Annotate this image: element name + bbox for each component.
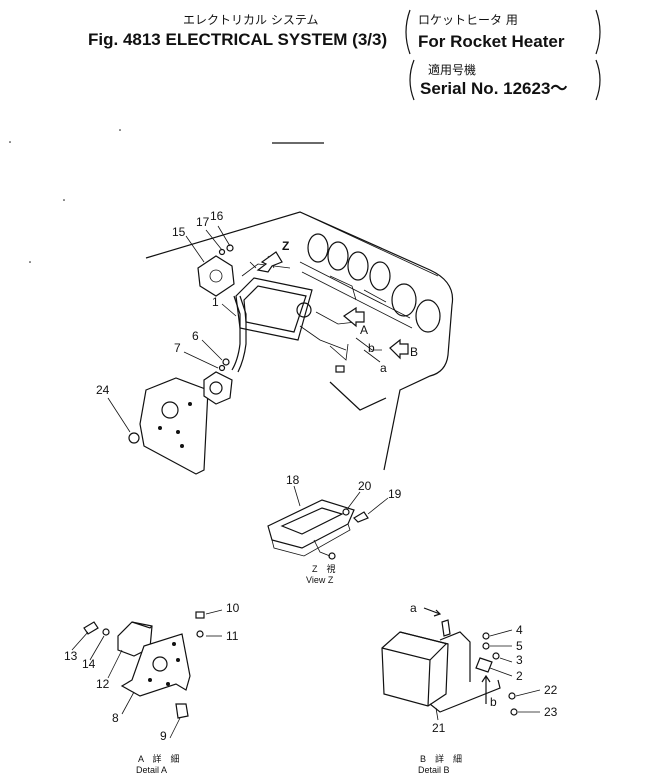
washer-23 [510, 708, 518, 716]
callout-12: 12 [96, 677, 110, 691]
callout-20: 20 [358, 479, 372, 493]
marker-a: A [360, 323, 368, 337]
paren-right-serial [595, 59, 601, 101]
variant-label: For Rocket Heater [418, 32, 565, 51]
washer-11 [196, 630, 204, 638]
nut-24 [128, 432, 140, 444]
callout-9: 9 [160, 729, 167, 743]
washer-20 [342, 508, 350, 516]
clip-nut [335, 365, 345, 373]
bolt-16 [226, 244, 234, 252]
view-z: 18 20 19 Z 視 View Z [267, 473, 402, 585]
scan-speck [9, 141, 11, 143]
callout-11: 11 [226, 629, 239, 643]
marker-z: Z [282, 239, 289, 253]
dash-panel-lower [329, 381, 387, 411]
paren-right [595, 9, 601, 55]
heater-controller [267, 499, 355, 549]
dash-panel-edge [299, 211, 439, 277]
scan-speck [119, 129, 121, 131]
callout-2: 2 [516, 669, 523, 683]
marker-a-lower: a [380, 361, 387, 375]
paren-left [405, 9, 411, 55]
serial-number: Serial No. 12623～ [420, 79, 567, 98]
callout-15: 15 [172, 225, 186, 239]
callout-7: 7 [174, 341, 181, 355]
main-assembly: Z A B b a 15 17 16 1 6 7 24 [96, 209, 454, 475]
callout-21: 21 [432, 721, 446, 735]
arrow-b [389, 338, 409, 360]
heater-switch-plate [197, 255, 235, 297]
washer-17 [218, 248, 226, 256]
view-z-caption-jp: Z 視 [312, 563, 336, 574]
paren-left-serial [409, 59, 415, 101]
screw-19 [353, 511, 369, 523]
controller-face [280, 507, 344, 535]
harness-branch-2 [329, 343, 349, 361]
bolt-22 [508, 692, 516, 700]
callout-4: 4 [516, 623, 523, 637]
scan-speck [63, 199, 65, 201]
callout-18: 18 [286, 473, 300, 487]
bolt-4 [482, 632, 490, 640]
callout-5: 5 [516, 639, 523, 653]
callout-3: 3 [516, 653, 523, 667]
callout-10: 10 [226, 601, 240, 615]
callout-23: 23 [544, 705, 558, 719]
callout-13: 13 [64, 649, 78, 663]
washer-6 [222, 358, 230, 366]
cover-hole [161, 401, 179, 419]
bracket-21 [429, 679, 501, 713]
heater-relay [203, 371, 233, 405]
callout-19: 19 [388, 487, 402, 501]
view-z-caption: View Z [306, 575, 334, 585]
detail-a-caption: Detail A [136, 765, 167, 775]
marker-b-detail: b [490, 695, 497, 709]
arrow-b-ref [481, 674, 491, 704]
nut-10 [195, 611, 205, 619]
figure-title: Fig. 4813 ELECTRICAL SYSTEM (3/3) [88, 30, 387, 49]
harness-1 [231, 295, 241, 371]
washer-5 [482, 642, 490, 650]
arrow-view-z [256, 251, 283, 273]
callout-14: 14 [82, 657, 96, 671]
bolt-13 [83, 621, 99, 635]
bolt-9 [175, 703, 189, 719]
callout-16: 16 [210, 209, 224, 223]
marker-a-detail: a [410, 601, 417, 615]
nut-3 [492, 652, 500, 660]
detail-b: b a 4 5 3 2 22 23 21 B 詳 細 Detail B [381, 601, 558, 775]
callout-17: 17 [196, 215, 210, 229]
marker-b: B [410, 345, 418, 359]
terminal-2 [475, 657, 493, 673]
serial-jp: 適用号機 [428, 62, 476, 77]
variant-jp: ロケットヒータ 用 [418, 13, 518, 27]
controller-lead [313, 539, 331, 557]
washer-14 [102, 628, 110, 636]
detail-a-caption-jp: A 詳 細 [138, 753, 180, 764]
arrow-a [342, 306, 365, 328]
callout-24: 24 [96, 383, 110, 397]
dash-panel-outline [145, 211, 454, 471]
scan-speck [29, 261, 31, 263]
detail-b-caption-jp: B 詳 細 [420, 753, 462, 764]
detail-b-caption: Detail B [418, 765, 450, 775]
callout-6: 6 [192, 329, 199, 343]
bolt-7 [218, 364, 226, 372]
post-a [441, 619, 451, 637]
relay-box-21 [381, 631, 449, 707]
callout-8: 8 [112, 711, 119, 725]
cover-plate [139, 377, 209, 475]
harness-1b [237, 295, 247, 373]
detail-a: 10 11 13 14 12 8 9 A 詳 細 Detail A [64, 601, 240, 775]
callout-1: 1 [212, 295, 219, 309]
title-jp: エレクトリカル システム [183, 13, 318, 27]
harness-branch [355, 337, 382, 351]
bracket-8 [120, 633, 191, 697]
gauge-cluster [299, 233, 441, 333]
header: エレクトリカル システム Fig. 4813 ELECTRICAL SYSTEM… [88, 9, 601, 144]
callout-22: 22 [544, 683, 558, 697]
marker-b-lower: b [368, 341, 375, 355]
